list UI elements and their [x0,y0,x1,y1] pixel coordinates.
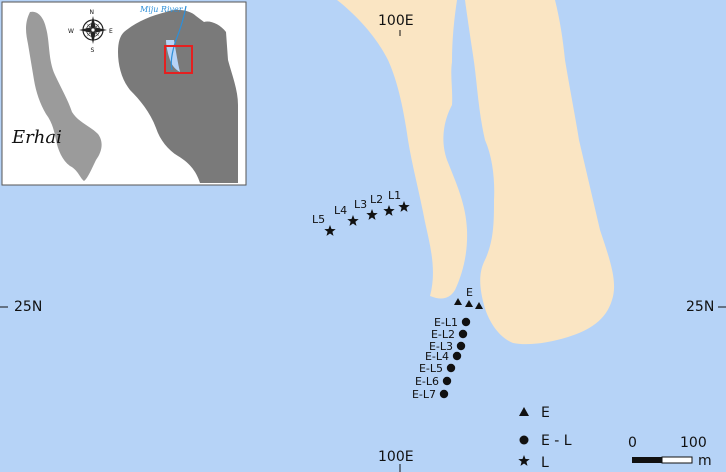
inset-land-shape [118,9,238,184]
l-site-marker [324,225,336,236]
el-site-label: E-L6 [415,375,439,388]
inset-river-label: Miju River [139,5,184,14]
e-site-label: E [466,286,473,299]
el-site-label: E-L5 [419,362,443,375]
inset-lake-name: Erhai [11,127,62,148]
compass-w: W [68,28,74,35]
lat-label-right: 25N [686,299,714,315]
inset-river [170,5,187,71]
scale-unit-label: m [698,453,712,469]
compass-n: N [90,9,95,16]
el-site-label: E-L7 [412,388,436,401]
compass-s: S [91,47,95,54]
compass-rose-icon [79,16,107,44]
legend-triangle-label: E [541,405,550,421]
scale-bar-black [632,457,662,463]
el-site-marker [461,317,471,327]
legend-star-label: L [541,455,549,471]
inset-map: Miju River Erhai N S W E [1,1,247,186]
el-site-marker [458,329,468,339]
el-site-marker [446,363,456,373]
e-site-marker [454,298,462,305]
el-site-label: E-L4 [425,350,449,363]
l-site-marker [398,201,410,212]
l-site-label: L2 [370,193,383,206]
lon-label-bottom: 100E [378,449,414,465]
el-site-label: E-L2 [431,328,455,341]
inset-study-box [164,45,193,74]
el-site-marker [442,376,452,386]
inset-water-notch [166,40,180,72]
lat-label-left: 25N [14,299,42,315]
scale-bar-white [661,456,693,464]
e-site-marker [475,302,483,309]
scale-start-label: 0 [628,435,637,451]
legend-star-icon [518,455,530,466]
el-site-marker [456,341,466,351]
scale-bar: 0 100 m [628,435,712,469]
l-site-label: L3 [354,198,367,211]
l-site-marker [347,215,359,226]
e-sites: E [454,286,483,309]
l-site-label: L1 [388,189,401,202]
legend-circle-label: E - L [541,433,572,449]
l-site-label: L4 [334,204,347,217]
scale-end-label: 100 [680,435,707,451]
el-sites: E-L1E-L2E-L3E-L4E-L5E-L6E-L7 [412,316,471,401]
l-site-marker [366,209,378,220]
compass-e: E [109,28,113,35]
el-site-marker [452,351,462,361]
east-peninsula [465,0,615,345]
l-site-marker [383,205,395,216]
el-site-label: E-L1 [434,316,458,329]
el-site-label: E-L3 [429,340,453,353]
legend-triangle-icon [519,407,529,416]
legend: E E - L L [518,405,572,471]
el-site-marker [439,389,449,399]
legend-circle-icon [519,435,529,445]
inset-lake-shape [26,11,102,181]
lon-label-top: 100E [378,13,414,29]
e-site-marker [465,300,473,307]
west-peninsula [337,0,468,299]
l-site-label: L5 [312,213,325,226]
